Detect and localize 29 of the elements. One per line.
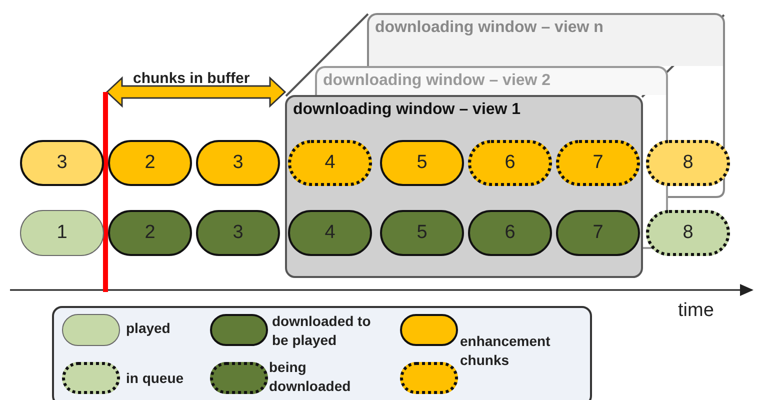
window-panel [315, 66, 668, 95]
window-panel [285, 95, 643, 278]
window-title: downloading window – view 1 [293, 101, 521, 119]
chunk-pill: 2 [108, 210, 192, 256]
chunk-pill: 6 [468, 210, 552, 256]
chunk-pill: 4 [288, 140, 372, 186]
chunk-pill: 7 [556, 210, 640, 256]
window-panel [367, 13, 725, 66]
window-title: downloading window – view 2 [323, 72, 551, 90]
legend-label: played [126, 319, 172, 338]
chunk-pill: 4 [288, 210, 372, 256]
chunk-pill: 3 [196, 210, 280, 256]
chunk-pill: 1 [20, 210, 104, 256]
legend-label: in queue [126, 369, 185, 388]
chunk-pill: 6 [468, 140, 552, 186]
window-title: downloading window – view n [375, 19, 604, 37]
chunk-pill: 2 [108, 140, 192, 186]
chunk-pill: 3 [20, 140, 104, 186]
axis-label: time [678, 300, 714, 322]
chunk-pill: 5 [380, 210, 464, 256]
buffer-label: chunks in buffer [133, 70, 250, 87]
legend-label: downloaded to be played [272, 312, 372, 350]
chunk-pill: 3 [196, 140, 280, 186]
legend-label: enhancement chunks [460, 332, 552, 370]
chunk-pill: 8 [646, 210, 730, 256]
chunk-pill: 7 [556, 140, 640, 186]
chunk-pill: 8 [646, 140, 730, 186]
chunk-pill: 5 [380, 140, 464, 186]
legend-label: being downloaded [269, 358, 352, 396]
